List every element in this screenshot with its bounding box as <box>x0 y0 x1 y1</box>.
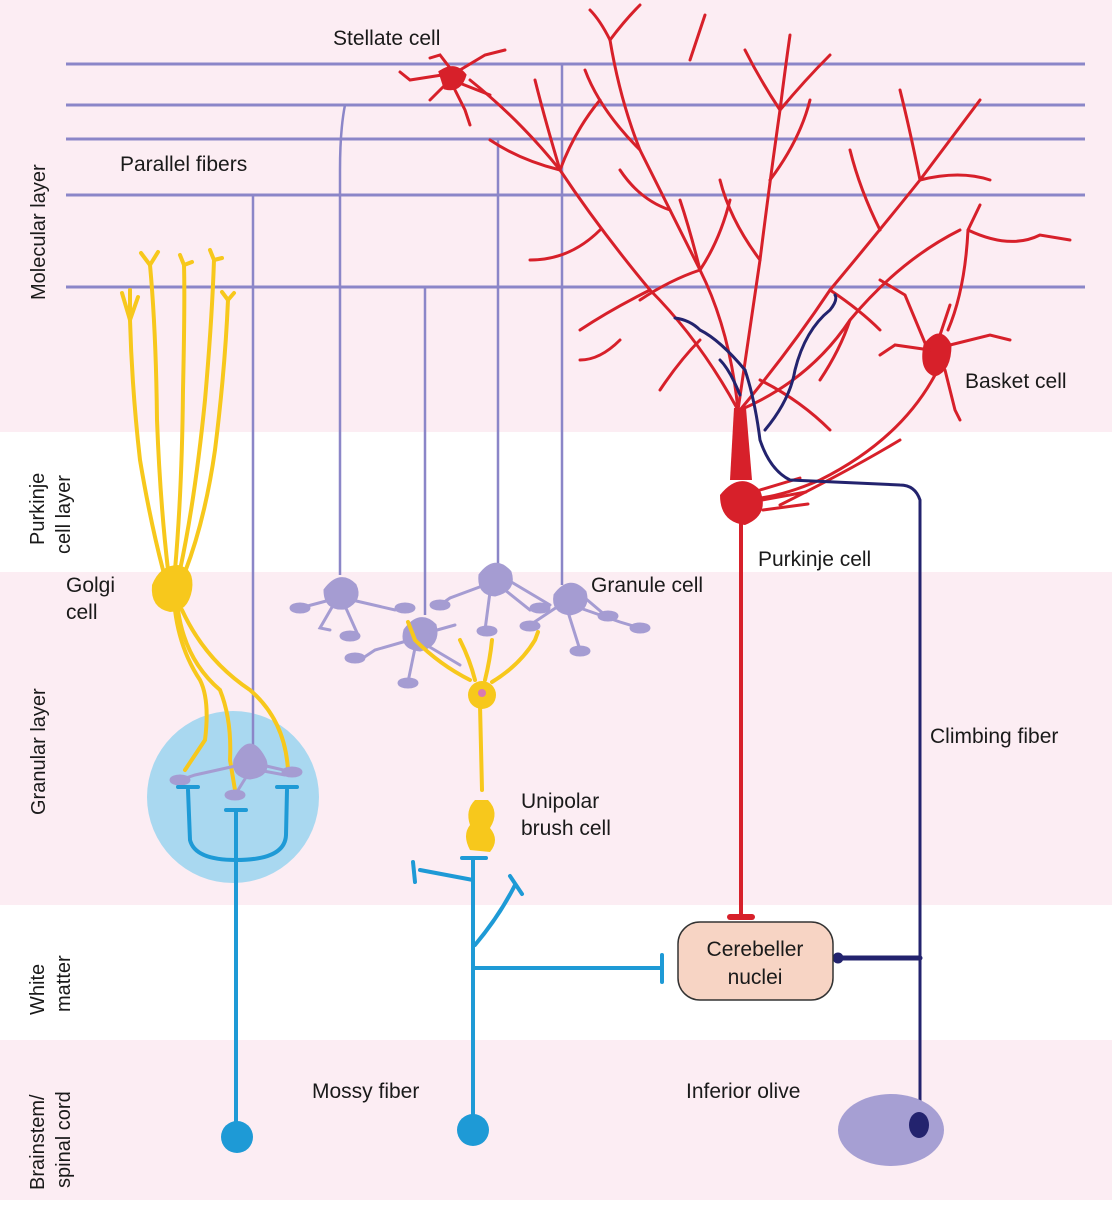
layer-label-white-2: matter <box>53 955 75 1012</box>
label-parallel-fibers: Parallel fibers <box>120 153 247 176</box>
label-mossy-fiber: Mossy fiber <box>312 1080 419 1103</box>
label-purkinje-cell: Purkinje cell <box>758 548 871 571</box>
layer-label-white-1: White <box>27 964 49 1015</box>
label-ubc-2: brush cell <box>521 817 611 840</box>
label-stellate-cell: Stellate cell <box>333 27 440 50</box>
layer-label-purkinje-2: cell layer <box>53 475 75 554</box>
layer-label-brainstem-1: Brainstem/ <box>27 1094 49 1190</box>
label-golgi-1: Golgi <box>66 574 115 597</box>
label-granule-cell: Granule cell <box>591 574 703 597</box>
band-white-matter <box>0 905 1112 1040</box>
olive-soma <box>909 1112 929 1138</box>
label-climbing-fiber: Climbing fiber <box>930 725 1058 748</box>
band-brainstem <box>0 1040 1112 1200</box>
label-ubc-1: Unipolar <box>521 790 599 813</box>
cerebellar-nuclei-label-1: Cerebeller <box>707 938 804 961</box>
layer-label-brainstem-2: spinal cord <box>53 1091 75 1188</box>
cerebellar-nuclei-label-2: nuclei <box>728 966 783 989</box>
layer-label-purkinje-1: Purkinje <box>27 473 49 545</box>
layer-label-granular: Granular layer <box>28 688 50 815</box>
label-inferior-olive: Inferior olive <box>686 1080 800 1103</box>
label-basket-cell: Basket cell <box>965 370 1067 393</box>
label-golgi-2: cell <box>66 601 98 624</box>
layer-label-molecular: Molecular layer <box>28 164 50 300</box>
